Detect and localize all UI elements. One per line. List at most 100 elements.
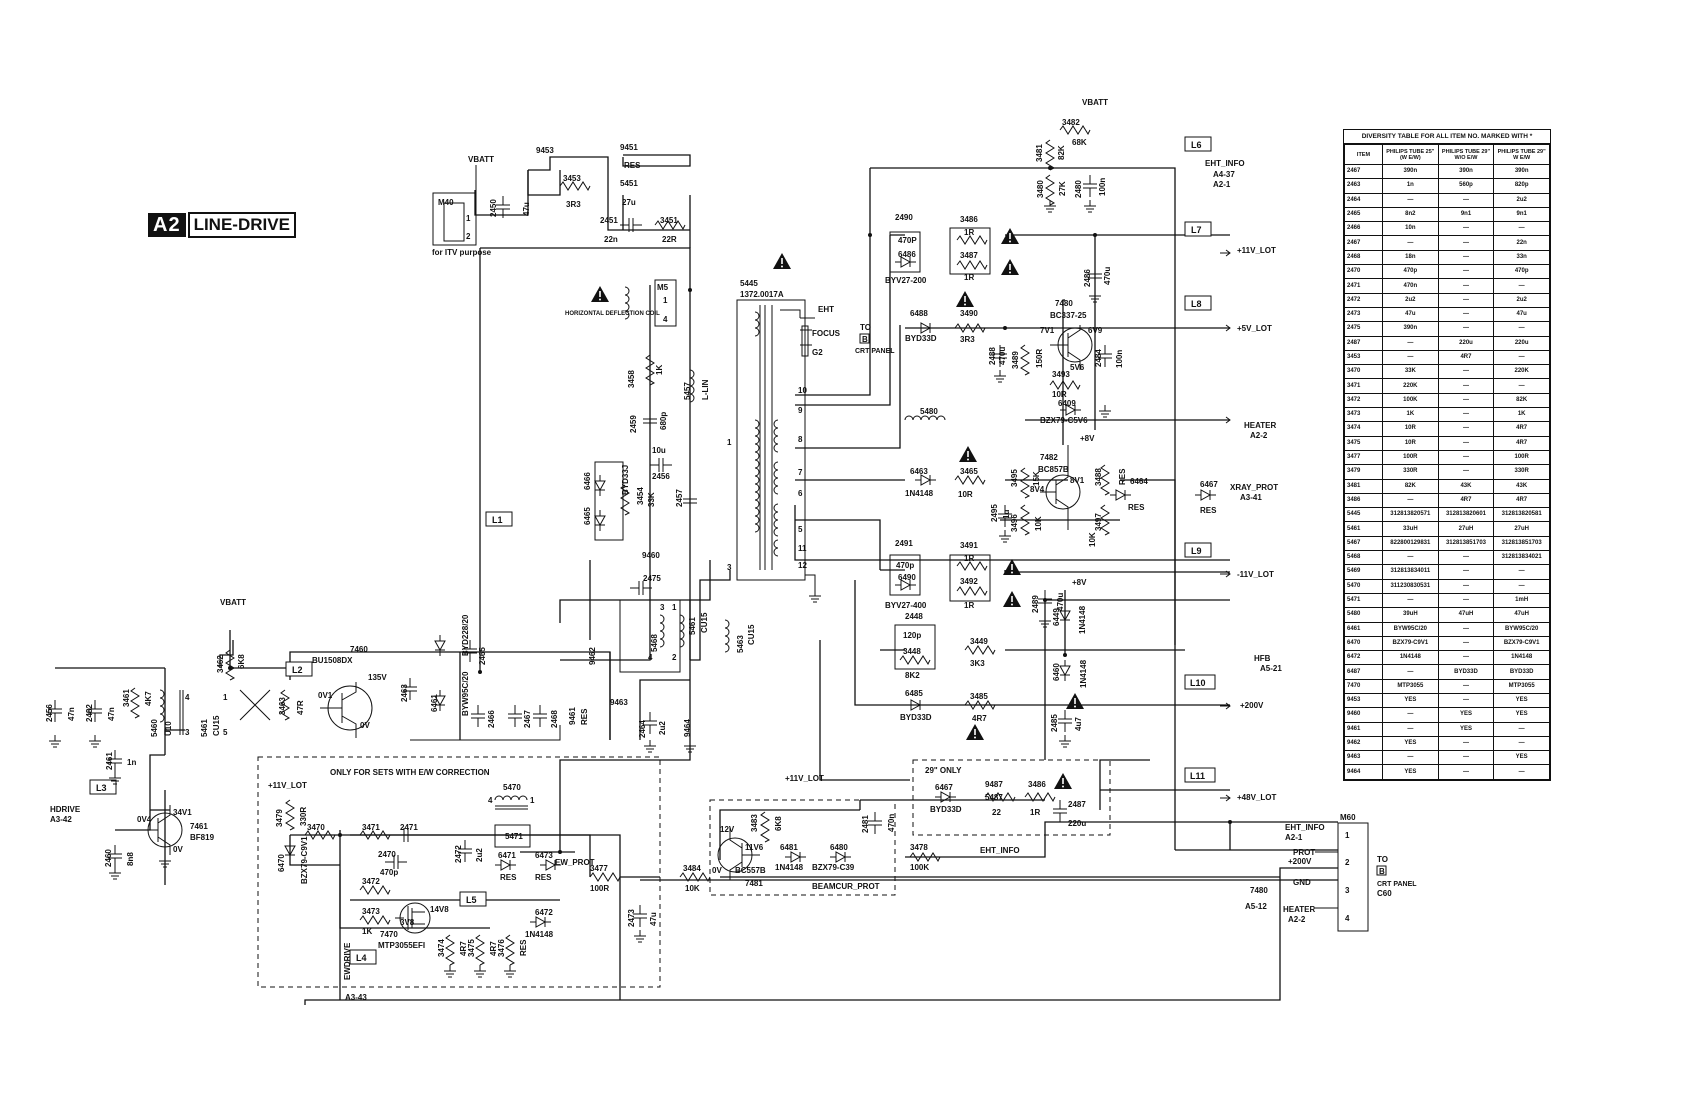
label-crt-panel2: CRT PANEL bbox=[1377, 881, 1417, 888]
label-q7460-0v: 0V bbox=[360, 721, 370, 730]
label-v11-lot3: +11V_LOT bbox=[268, 781, 307, 790]
label-q7481-8v: 0V bbox=[712, 866, 722, 875]
label-m60-2: 2 bbox=[1345, 858, 1350, 867]
label-d6470: 6470 bbox=[277, 854, 286, 872]
label-q7470v: MTP3055EFI bbox=[378, 941, 425, 950]
label-to2: TO bbox=[1377, 855, 1388, 864]
label-v5-lot: +5V_LOT bbox=[1237, 324, 1272, 333]
wiring bbox=[55, 154, 1338, 1005]
label-l5451: 5451 bbox=[620, 179, 638, 188]
label-hfb-ref: A5-21 bbox=[1260, 664, 1282, 673]
label-c2480: 2480 bbox=[1074, 180, 1083, 198]
label-d6466: 6466 bbox=[583, 472, 592, 490]
label-d6472v: 1N4148 bbox=[525, 930, 554, 939]
label-b2: B bbox=[1379, 867, 1385, 876]
label-d6449: 6449 bbox=[1052, 608, 1061, 626]
label-q7481v: BC557B bbox=[735, 866, 766, 875]
lot-transformer-5445: 5445 1372.0017A EHT FOCUS G2 TO B CRT PA… bbox=[727, 252, 895, 603]
label-r3485: 3485 bbox=[970, 692, 988, 701]
label-c2470: 2470 bbox=[378, 850, 396, 859]
label-r3480: 3480 bbox=[1036, 180, 1045, 198]
table-cell: — bbox=[1493, 221, 1550, 237]
table-row: 9461—YES— bbox=[1344, 721, 1550, 737]
label-l5461bp1: 1 bbox=[672, 603, 677, 612]
label-d6481: 6481 bbox=[780, 843, 798, 852]
label-r3496: 3496 bbox=[1010, 514, 1019, 532]
label-ewdrive: EWDRIVE bbox=[343, 942, 352, 980]
label-c2490: 2490 bbox=[895, 213, 913, 222]
label-c2481: 2481 bbox=[861, 815, 870, 833]
label-l5463v: CU15 bbox=[747, 624, 756, 645]
label-c2487v: 220u bbox=[1068, 819, 1086, 828]
label-d6471: 6471 bbox=[498, 851, 516, 860]
label-m40-1: 1 bbox=[466, 214, 471, 223]
label-gnd: GND bbox=[1293, 878, 1311, 887]
label-c2489: 2489 bbox=[1031, 595, 1040, 613]
label-p10: 10 bbox=[798, 386, 807, 395]
label-r3473v: 1K bbox=[362, 927, 372, 936]
label-r9451v: RES bbox=[624, 161, 641, 170]
table-cell: 2467 bbox=[1344, 163, 1383, 180]
label-v8b: +8V bbox=[1072, 578, 1087, 587]
label-q7481-11v: 11V6 bbox=[745, 843, 764, 852]
label-c2480v: 100n bbox=[1098, 178, 1107, 196]
label-m40-2: 2 bbox=[466, 232, 471, 241]
label-r7480-ref: A5-12 bbox=[1245, 902, 1267, 911]
label-d6467bv: BYD33D bbox=[930, 805, 962, 814]
label-eht-info3: EHT_INFO bbox=[1285, 823, 1325, 832]
label-r3479v: 330R bbox=[299, 807, 308, 826]
label-d6486: 6486 bbox=[898, 250, 916, 259]
table-cell: — bbox=[1382, 235, 1439, 251]
table-cell: — bbox=[1493, 764, 1550, 780]
label-r3486v: 1R bbox=[964, 228, 974, 237]
label-c2488: 2488 bbox=[988, 347, 997, 365]
label-c2464v: 2u2 bbox=[658, 721, 667, 735]
label-r3483v: 6K8 bbox=[774, 816, 783, 831]
label-d6464v: RES bbox=[1128, 503, 1145, 512]
label-l5468p4: 4 bbox=[648, 653, 653, 662]
label-c2468: 2468 bbox=[550, 710, 559, 728]
label-d6481v: 1N4148 bbox=[775, 863, 804, 872]
transistor-7481: 12V 0V 11V6 7481 BC557B bbox=[712, 825, 766, 888]
label-r3454v: 33K bbox=[647, 492, 656, 507]
label-r3474: 3474 bbox=[437, 939, 446, 957]
label-c2491v: 470p bbox=[896, 561, 914, 570]
table-cell: 312813820581 bbox=[1493, 507, 1550, 523]
label-l5463: 5463 bbox=[736, 635, 745, 653]
label-c2456bv: 47n bbox=[67, 707, 76, 721]
label-q7482: 7482 bbox=[1040, 453, 1058, 462]
label-r3486: 3486 bbox=[960, 215, 978, 224]
tag-l3: L3 bbox=[89, 779, 117, 795]
label-vbatt: VBATT bbox=[1082, 98, 1108, 107]
label-r3476: 3476 bbox=[497, 939, 506, 957]
label-v200: +200V bbox=[1240, 701, 1264, 710]
output-arrows bbox=[1219, 249, 1231, 802]
label-xray-ref: A3-41 bbox=[1240, 493, 1262, 502]
label-c2471: 2471 bbox=[400, 823, 418, 832]
title-name: LINE-DRIVE bbox=[187, 212, 296, 238]
label-eht-info-ref: A4-37 bbox=[1213, 170, 1235, 179]
label-d6490: 6490 bbox=[898, 573, 916, 582]
table-cell: 2u2 bbox=[1493, 192, 1550, 208]
tag-l7: L7 bbox=[1184, 221, 1212, 237]
horizontal-deflection-coil: HORIZONTAL DEFLECTION COIL M5 1 4 bbox=[565, 279, 677, 327]
label-l5471: 5471 bbox=[505, 832, 523, 841]
label-r3454: 3454 bbox=[636, 487, 645, 505]
table-cell: — bbox=[1437, 235, 1495, 251]
label-t5445: 5445 bbox=[740, 279, 758, 288]
label-L2: L2 bbox=[292, 665, 303, 675]
label-L4: L4 bbox=[356, 953, 367, 963]
label-p6: 6 bbox=[798, 489, 803, 498]
label-r3474v: 4R7 bbox=[459, 941, 468, 956]
label-d6473v: RES bbox=[535, 873, 552, 882]
label-d-bzx-c5v6: BZX79-C5V6 bbox=[1040, 416, 1088, 425]
label-r3488v: RES bbox=[1118, 468, 1127, 485]
table-row: 2467——22n bbox=[1344, 235, 1550, 251]
